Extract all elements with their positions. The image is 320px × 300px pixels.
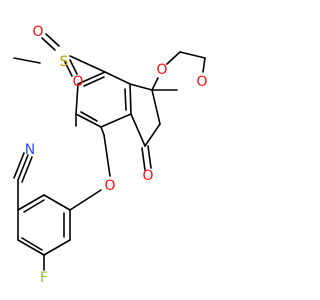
bond-sulfur-oxygen-bottom-2 [69,59,78,75]
bond-ketone-2 [147,145,152,169]
atom-dioxolane-oxygen-left: O [156,62,167,78]
atom-labels: O S O O O O O N F [25,24,208,286]
bond-ch2-carbonyl [144,123,161,147]
bond-aryl-3 [17,239,45,256]
bond-ring-ether-link [100,126,105,136]
bond-ring-inner-3 [83,76,105,87]
bond-nitrile-1 [17,154,29,181]
bonds [13,33,206,271]
atom-fluorine: F [40,270,48,286]
atom-dioxolane-oxygen-right: O [196,74,207,90]
bond-ring-2 [129,83,132,115]
bond-aryl-inner-2 [21,237,43,251]
bond-aryl-6 [43,194,71,211]
atom-ketone-oxygen: O [142,168,153,184]
atom-ether-oxygen: O [104,178,115,194]
bond-sulfur-oxygen-left-1 [41,37,56,51]
bond-ring-4 [75,113,102,128]
bond-spiro-ch2 [151,89,161,125]
bond-sulfur-oxygen-left-2 [45,33,60,47]
atom-sulfur: S [60,54,69,70]
bond-carbonyl-ring [130,113,146,147]
bond-aryl-inner-3 [23,199,45,213]
bond-sulfur-ring [69,55,106,73]
bond-ring-5 [75,83,79,115]
bond-aryl-5 [17,194,45,211]
bond-ether-aryl [69,189,102,211]
bond-spiro-left [129,83,153,91]
bond-ring-6 [77,71,106,85]
bond-aryl-2 [43,239,71,256]
bond-ring-3 [100,113,132,128]
bond-ketone-1 [141,147,146,171]
bond-ring-1 [104,71,131,85]
bond-spiro-o-left [151,77,159,91]
molecule-structure-diagram: O S O O O O O N F [13,24,208,286]
bond-nitrile-3 [13,152,25,179]
bond-methyl-sulfur [13,57,41,64]
bond-ch2-o-right [202,57,206,73]
bond-ring-inner-1 [124,88,127,111]
bond-ether-c [103,134,111,177]
bond-o-left-ch2 [166,51,181,65]
bond-nitrile-2 [21,156,33,183]
atom-sulfonyl-oxygen-bottom: O [72,74,83,90]
bond-ch2-ch2 [179,51,206,59]
atom-nitrile-nitrogen: N [25,142,35,158]
atom-sulfonyl-oxygen-left: O [32,24,43,40]
bond-sulfur-oxygen-bottom-1 [64,61,73,77]
bond-ring-inner-2 [80,111,98,122]
